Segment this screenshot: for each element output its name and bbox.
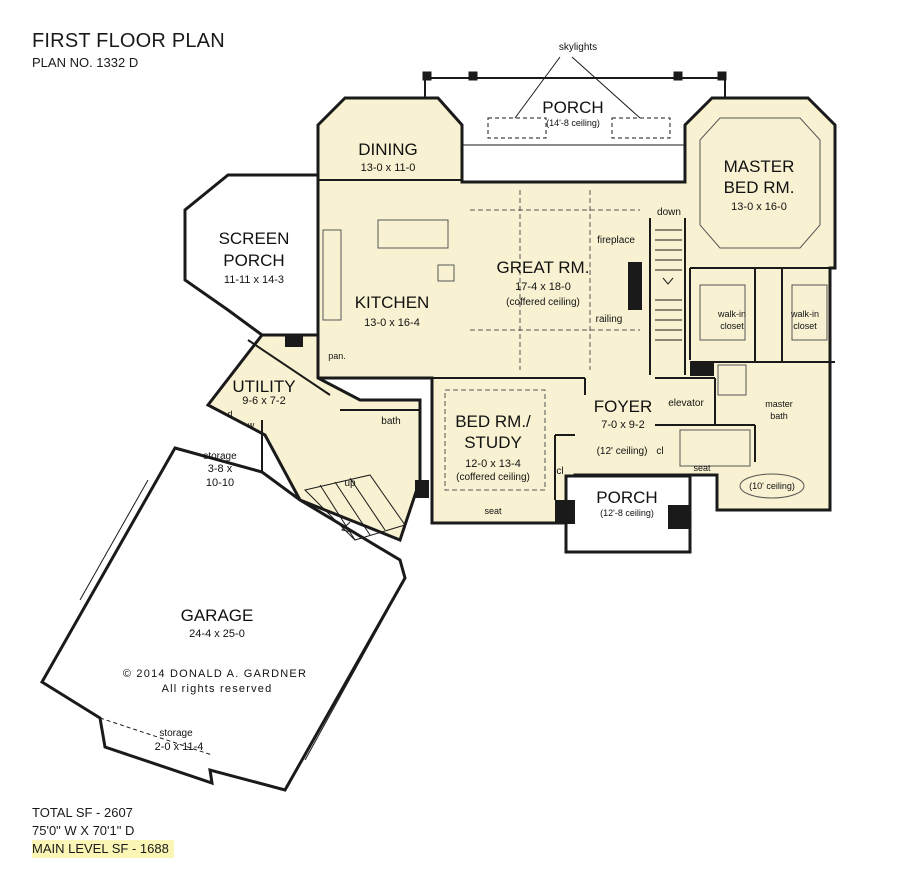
master-bath-ceiling: (10' ceiling) bbox=[749, 481, 795, 491]
main-level-square-feet: MAIN LEVEL SF - 1688 bbox=[32, 840, 174, 858]
pantry-label: pan. bbox=[328, 351, 346, 361]
front-porch-name: PORCH bbox=[596, 488, 657, 507]
bed-study-name-line1: BED RM./ bbox=[455, 412, 531, 431]
great-room-dims: 17-4 x 18-0 bbox=[515, 281, 571, 293]
screen-porch-dims: 11-11 x 14-3 bbox=[224, 274, 284, 286]
study-seat-label: seat bbox=[484, 506, 502, 516]
dining-dims: 13-0 x 11-0 bbox=[361, 162, 416, 174]
bed-study-ceiling: (coffered ceiling) bbox=[456, 472, 530, 483]
master-bath-line2: bath bbox=[770, 411, 788, 421]
storage-bottom-name: storage bbox=[159, 728, 193, 739]
plan-number: PLAN NO. 1332 D bbox=[32, 55, 139, 70]
master-bath-line1: master bbox=[765, 399, 793, 409]
front-porch-ceiling: (12'-8 ceiling) bbox=[600, 508, 654, 518]
great-room-name: GREAT RM. bbox=[497, 258, 590, 277]
bath-label: bath bbox=[381, 416, 400, 427]
master-bed-name-line1: MASTER bbox=[724, 157, 795, 176]
bath-seat-label: seat bbox=[693, 463, 711, 473]
storage-top-dims-line1: 3-8 x bbox=[208, 463, 233, 475]
detail-lines bbox=[322, 117, 828, 499]
great-room-ceiling: (coffered ceiling) bbox=[506, 297, 580, 308]
foyer-name: FOYER bbox=[594, 397, 653, 416]
rear-porch-ceiling: (14'-8 ceiling) bbox=[546, 118, 600, 128]
rights-reserved: All rights reserved bbox=[162, 683, 273, 695]
fireplace-hearth bbox=[628, 262, 642, 310]
foyer-closet-label: cl bbox=[656, 446, 663, 457]
interior-walls bbox=[247, 125, 835, 500]
master-bed-name-line2: BED RM. bbox=[724, 178, 795, 197]
storage-divider bbox=[99, 717, 213, 756]
screen-porch-name-line1: SCREEN bbox=[219, 229, 290, 248]
bed-study-name-line2: STUDY bbox=[464, 433, 522, 452]
plan-title: FIRST FLOOR PLAN bbox=[32, 30, 225, 52]
floor-areas bbox=[183, 96, 837, 554]
study-closet-label: cl bbox=[556, 466, 563, 477]
stairs-up bbox=[304, 474, 406, 541]
washer-label: w bbox=[247, 420, 255, 430]
skylight-right bbox=[611, 117, 671, 139]
walkin-closet-right-line2: closet bbox=[793, 321, 817, 331]
elevator-label: elevator bbox=[668, 398, 704, 409]
total-square-feet: TOTAL SF - 2607 bbox=[32, 805, 133, 820]
skylights-label: skylights bbox=[559, 42, 597, 53]
utility-dims: 9-6 x 7-2 bbox=[242, 395, 285, 407]
storage-bottom-dims: 2-0 x 11-4 bbox=[155, 741, 204, 753]
fireplace-label: fireplace bbox=[597, 235, 635, 246]
storage-top-name: storage bbox=[203, 451, 237, 462]
screen-porch-name-line2: PORCH bbox=[223, 251, 284, 270]
kitchen-name: KITCHEN bbox=[355, 293, 430, 312]
foyer-ceiling: (12' ceiling) bbox=[597, 446, 648, 457]
garage-dims: 24-4 x 25-0 bbox=[189, 628, 245, 640]
master-bed-dims: 13-0 x 16-0 bbox=[731, 201, 787, 213]
down-label: down bbox=[657, 207, 681, 218]
room-labels: skylights PORCH (14'-8 ceiling) DINING 1… bbox=[123, 42, 819, 753]
dining-name: DINING bbox=[358, 140, 418, 159]
foyer-dims: 7-0 x 9-2 bbox=[601, 419, 644, 431]
kitchen-dims: 13-0 x 16-4 bbox=[364, 317, 420, 329]
walkin-closet-left-line1: walk-in bbox=[717, 309, 746, 319]
plan-footer: TOTAL SF - 2607 75'0" W X 70'1" D MAIN L… bbox=[32, 804, 174, 858]
walkin-closet-left-line2: closet bbox=[720, 321, 744, 331]
storage-top-dims-line2: 10-10 bbox=[206, 477, 234, 489]
garage-door-line bbox=[304, 609, 389, 761]
utility-name: UTILITY bbox=[232, 377, 295, 396]
garage-floor bbox=[39, 446, 407, 792]
stairs-up-label: up bbox=[344, 478, 356, 489]
bed-study-dims: 12-0 x 13-4 bbox=[465, 458, 521, 470]
stairs-down bbox=[655, 229, 682, 341]
rear-porch-name: PORCH bbox=[542, 98, 603, 117]
overall-dimensions: 75'0" W X 70'1" D bbox=[32, 823, 135, 838]
dryer-label: d bbox=[227, 409, 232, 419]
railing-label: railing bbox=[596, 314, 623, 325]
solid-masses bbox=[285, 262, 714, 529]
copyright-notice: © 2014 DONALD A. GARDNER bbox=[123, 668, 307, 680]
walkin-closet-right-line1: walk-in bbox=[790, 309, 819, 319]
skylight-left bbox=[487, 117, 547, 139]
screen-porch-floor bbox=[183, 173, 320, 337]
rear-porch bbox=[422, 56, 727, 146]
garage-outline bbox=[39, 446, 407, 792]
garage-name: GARAGE bbox=[181, 606, 254, 625]
garage-door-line bbox=[79, 479, 149, 601]
front-porch-floor bbox=[564, 474, 692, 554]
